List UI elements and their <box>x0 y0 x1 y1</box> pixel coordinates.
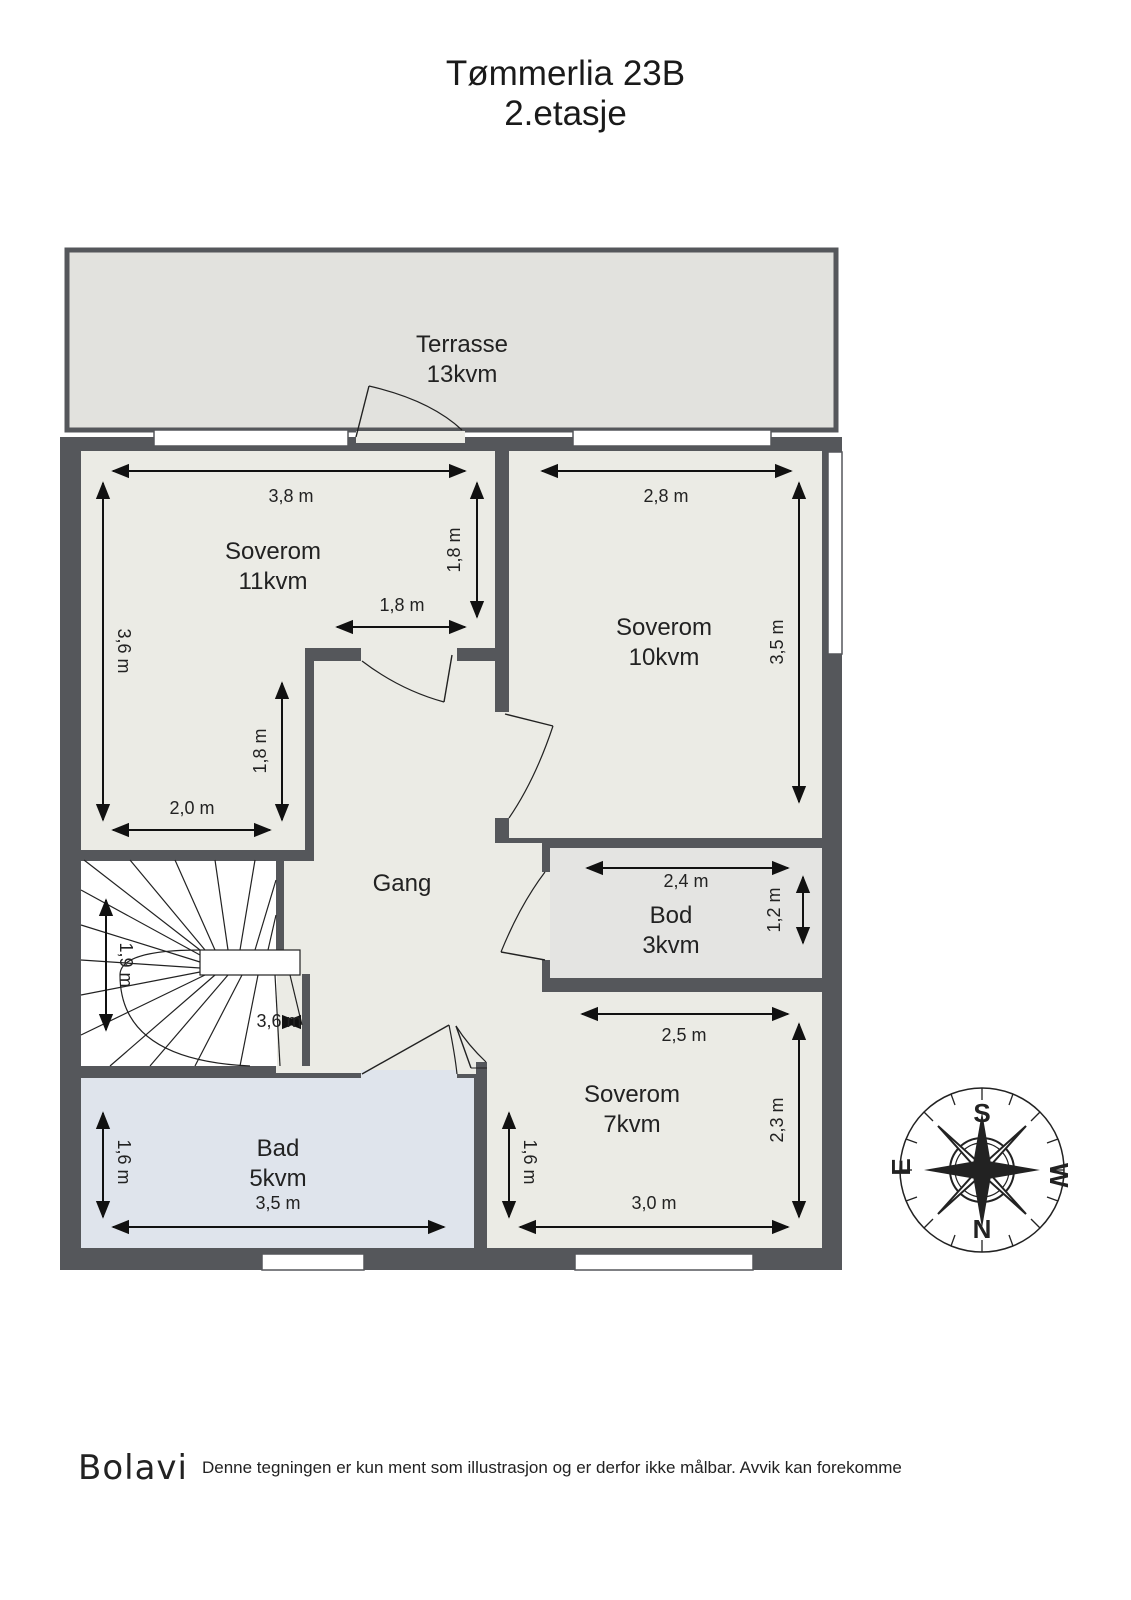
compass-north-label: N <box>973 1214 992 1244</box>
dim-soverom11-height: 3,6 m <box>114 628 134 673</box>
room-bad <box>81 1078 474 1248</box>
compass-west-label: W <box>1044 1163 1074 1188</box>
doors <box>355 385 554 1080</box>
dim-soverom11-lower-width: 2,0 m <box>169 798 214 818</box>
dim-soverom7-left-height: 1,6 m <box>520 1139 540 1184</box>
room-area-terrasse: 13kvm <box>427 361 498 388</box>
dimension-lines <box>95 463 811 1235</box>
room-name-bod: Bod <box>650 902 693 929</box>
room-area-soverom-11: 11kvm <box>239 568 308 595</box>
room-area-bod: 3kvm <box>642 932 699 959</box>
dim-soverom10-width: 2,8 m <box>643 486 688 506</box>
dim-soverom10-height: 3,5 m <box>767 619 787 664</box>
plan-title: Tømmerlia 23B <box>445 54 686 93</box>
room-area-soverom-10: 10kvm <box>629 644 700 671</box>
dim-soverom7-bottom-width: 3,0 m <box>631 1193 676 1213</box>
compass-south-label: S <box>973 1098 990 1128</box>
windows <box>153 429 843 1271</box>
room-name-bad: Bad <box>257 1135 300 1162</box>
room-name-gang: Gang <box>373 870 432 897</box>
room-soverom-11 <box>81 451 495 850</box>
dim-bod-height: 1,2 m <box>764 887 784 932</box>
compass-east-label: E <box>886 1158 916 1175</box>
room-soverom-7 <box>487 992 822 1248</box>
dim-stair-height: 1,9 m <box>116 942 136 987</box>
terrace-area <box>64 247 839 433</box>
room-name-soverom-7: Soverom <box>584 1081 680 1108</box>
dim-bad-height: 1,6 m <box>114 1139 134 1184</box>
room-name-terrasse: Terrasse <box>416 331 508 358</box>
footer: Bolavi Denne tegningen er kun ment som i… <box>78 1448 902 1488</box>
dim-stair-width: 3,6 m <box>256 1011 301 1031</box>
dim-soverom7-height: 2,3 m <box>767 1097 787 1142</box>
dim-bod-width: 2,4 m <box>663 871 708 891</box>
dim-soverom11-notch-width: 1,8 m <box>379 595 424 615</box>
room-area-bad: 5kvm <box>249 1165 306 1192</box>
room-soverom-10 <box>509 451 822 838</box>
bolavi-logo: Bolavi <box>78 1448 188 1488</box>
disclaimer-text: Denne tegningen er kun ment som illustra… <box>201 1458 902 1477</box>
dim-soverom11-notch-height: 1,8 m <box>444 527 464 572</box>
room-name-soverom-11: Soverom <box>225 538 321 565</box>
room-area-soverom-7: 7kvm <box>603 1111 660 1138</box>
room-name-soverom-10: Soverom <box>616 614 712 641</box>
floor-label: 2.etasje <box>504 94 627 133</box>
compass: S N E W <box>886 1087 1074 1253</box>
dim-soverom11-lower-height: 1,8 m <box>250 728 270 773</box>
dim-soverom11-width: 3,8 m <box>268 486 313 506</box>
dim-soverom7-width: 2,5 m <box>661 1025 706 1045</box>
staircase <box>80 859 310 1067</box>
room-gang <box>314 661 542 1073</box>
dim-bad-width: 3,5 m <box>255 1193 300 1213</box>
